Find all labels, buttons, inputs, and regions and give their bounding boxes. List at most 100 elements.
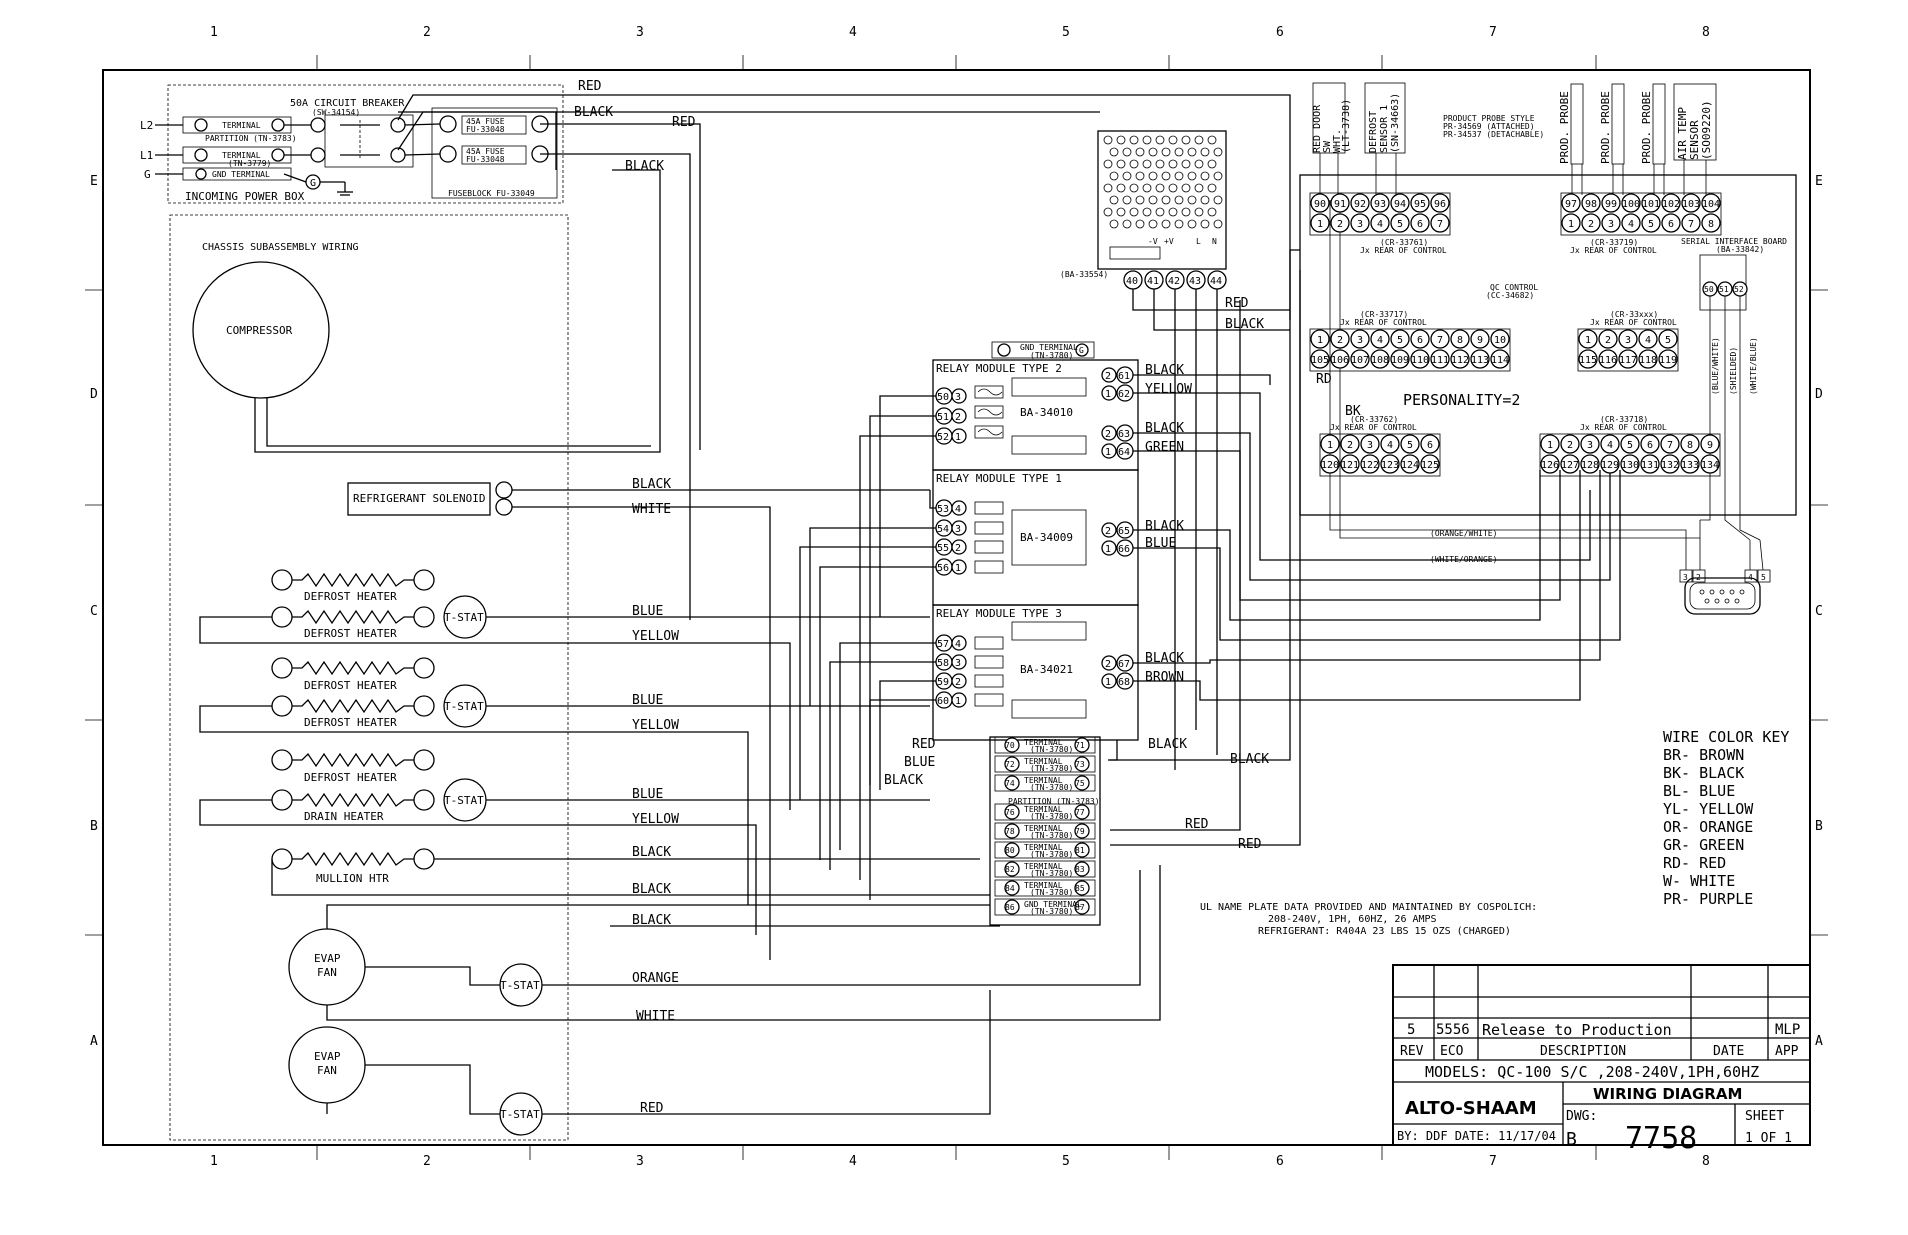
wire-runs: [199, 94, 1291, 1115]
vent-hole: [1174, 195, 1184, 205]
vent-hole: [1181, 135, 1191, 145]
terminal-row-box: [994, 822, 1096, 840]
connector-pin-top: [1330, 329, 1350, 349]
col-label: 8: [1702, 1154, 1710, 1169]
terminal-left-circle: [1004, 842, 1020, 858]
connector-pin-num: 124: [1401, 460, 1419, 471]
connector-pin-num: 3: [1587, 440, 1593, 451]
power-supply: (BA-33554) -V +V L N 40 41 42 43 44: [1060, 130, 1290, 770]
connector-pin-num: 8: [1457, 335, 1463, 346]
color-key-item: PR- PURPLE: [1663, 890, 1753, 908]
col-label: 6: [1276, 1154, 1284, 1169]
connector-pin-num: 99: [1605, 199, 1617, 210]
connector-pin-num: 127: [1561, 460, 1579, 471]
wire-label: BLACK: [1145, 651, 1184, 666]
vent-hole: [1129, 183, 1139, 193]
connector-pin-top: [1581, 193, 1601, 213]
heater-label: DEFROST HEATER: [304, 590, 397, 603]
gnd-terminal-num: G: [1079, 346, 1084, 355]
vent-hole: [1213, 171, 1223, 181]
wire-label: BLACK: [625, 159, 664, 174]
connector-pin-num: 121: [1341, 460, 1359, 471]
col-label: 7: [1489, 1154, 1497, 1169]
ps-terminal: 41: [1147, 276, 1159, 287]
vent-hole: [1155, 207, 1165, 217]
connector-pin-top: [1701, 193, 1721, 213]
ps-top-label: L: [1196, 237, 1201, 246]
connector-pin-num: 5: [1648, 219, 1654, 230]
vent-hole: [1122, 147, 1132, 157]
dwg-number: 7758: [1625, 1121, 1697, 1156]
connector-label: Jx REAR OF CONTROL: [1330, 423, 1417, 432]
heater-label: DRAIN HEATER: [304, 810, 384, 823]
vent-hole: [1187, 195, 1197, 205]
connector-pin-num: 2: [1347, 440, 1353, 451]
wire-label: BLUE: [632, 787, 663, 802]
connector-pin-num: 5: [1397, 335, 1403, 346]
connector-pin-bottom: [1430, 349, 1450, 369]
drawing-frame: [102, 69, 1811, 1146]
connector-pin-top: [1390, 329, 1410, 349]
connector-pin-num: 117: [1619, 355, 1637, 366]
wire-label: BLUE: [632, 693, 663, 708]
relay-right-num: 62: [1118, 389, 1130, 400]
vent-hole: [1129, 135, 1139, 145]
vent-hole: [1213, 195, 1223, 205]
col-label: 5: [1062, 1154, 1070, 1169]
terminal-part: (TN-3780): [1030, 869, 1073, 878]
wire-label: RED: [912, 737, 936, 752]
connector-pin-num: 112: [1451, 355, 1469, 366]
relay-left-num: 55: [937, 543, 949, 554]
connector-pin-num: 111: [1431, 355, 1449, 366]
connector-pin-bottom: [1700, 454, 1720, 474]
db9-pin: 4: [1748, 573, 1753, 582]
vent-hole: [1155, 183, 1165, 193]
connector-part: (CR-33xxx): [1610, 310, 1658, 319]
row-label: B: [90, 819, 98, 834]
connector-pin-num: 119: [1659, 355, 1677, 366]
connector-pin-num: 4: [1607, 440, 1613, 451]
connector-pin-num: 9: [1477, 335, 1483, 346]
wire-label: BLACK: [632, 477, 671, 492]
connector-pin-num: 90: [1314, 199, 1326, 210]
connector-pin-top: [1340, 434, 1360, 454]
connector-pin-bottom: [1390, 349, 1410, 369]
terminal-left-circle: [1004, 804, 1020, 820]
relay-title: RELAY MODULE TYPE 2: [936, 362, 1062, 375]
terminal-left-circle: [1004, 823, 1020, 839]
vent-hole: [1161, 219, 1171, 229]
heaters-group: DEFROST HEATER DEFROST HEATER T-STAT DEF…: [271, 569, 543, 1136]
vent-hole: [1135, 195, 1145, 205]
col-label: 7: [1489, 25, 1497, 40]
color-key-item: BK- BLACK: [1663, 764, 1744, 782]
db9-pin-dot: [1709, 589, 1715, 595]
vent-hole: [1200, 171, 1210, 181]
vent-hole: [1194, 207, 1204, 217]
terminal-left-num: 70: [1005, 741, 1015, 750]
terminal-right-circle: [1074, 775, 1090, 791]
wire-label: GREEN: [1145, 440, 1184, 455]
relay-left-pin: 1: [955, 563, 961, 574]
terminal-part: (TN-3780): [1030, 812, 1073, 821]
connector-pin-num: 131: [1641, 460, 1659, 471]
db9-pin-dot: [1734, 598, 1740, 604]
connector-pin-bottom: [1581, 213, 1601, 233]
connector-pin-bottom: [1640, 454, 1660, 474]
gnd-terminal-label: GND TERMINAL: [212, 170, 270, 179]
serial-board-label: SERIAL INTERFACE BOARD: [1681, 237, 1787, 246]
ps-top-label: -V: [1148, 237, 1158, 246]
vent-hole: [1200, 147, 1210, 157]
terminal-part: (TN-3780): [1030, 888, 1073, 897]
evap-fan-label: FAN: [317, 1064, 337, 1077]
vent-hole: [1135, 171, 1145, 181]
terminal-right-num: 85: [1075, 884, 1085, 893]
relay-right-pin: 1: [1105, 389, 1111, 400]
connector-label: Jx REAR OF CONTROL: [1580, 423, 1667, 432]
connector-pin-num: 6: [1417, 335, 1423, 346]
connector-pin-num: 105: [1311, 355, 1329, 366]
relay-left-pin: 2: [955, 677, 961, 688]
connector-pin-bottom: [1681, 213, 1701, 233]
vent-hole: [1213, 219, 1223, 229]
vent-hole: [1181, 207, 1191, 217]
